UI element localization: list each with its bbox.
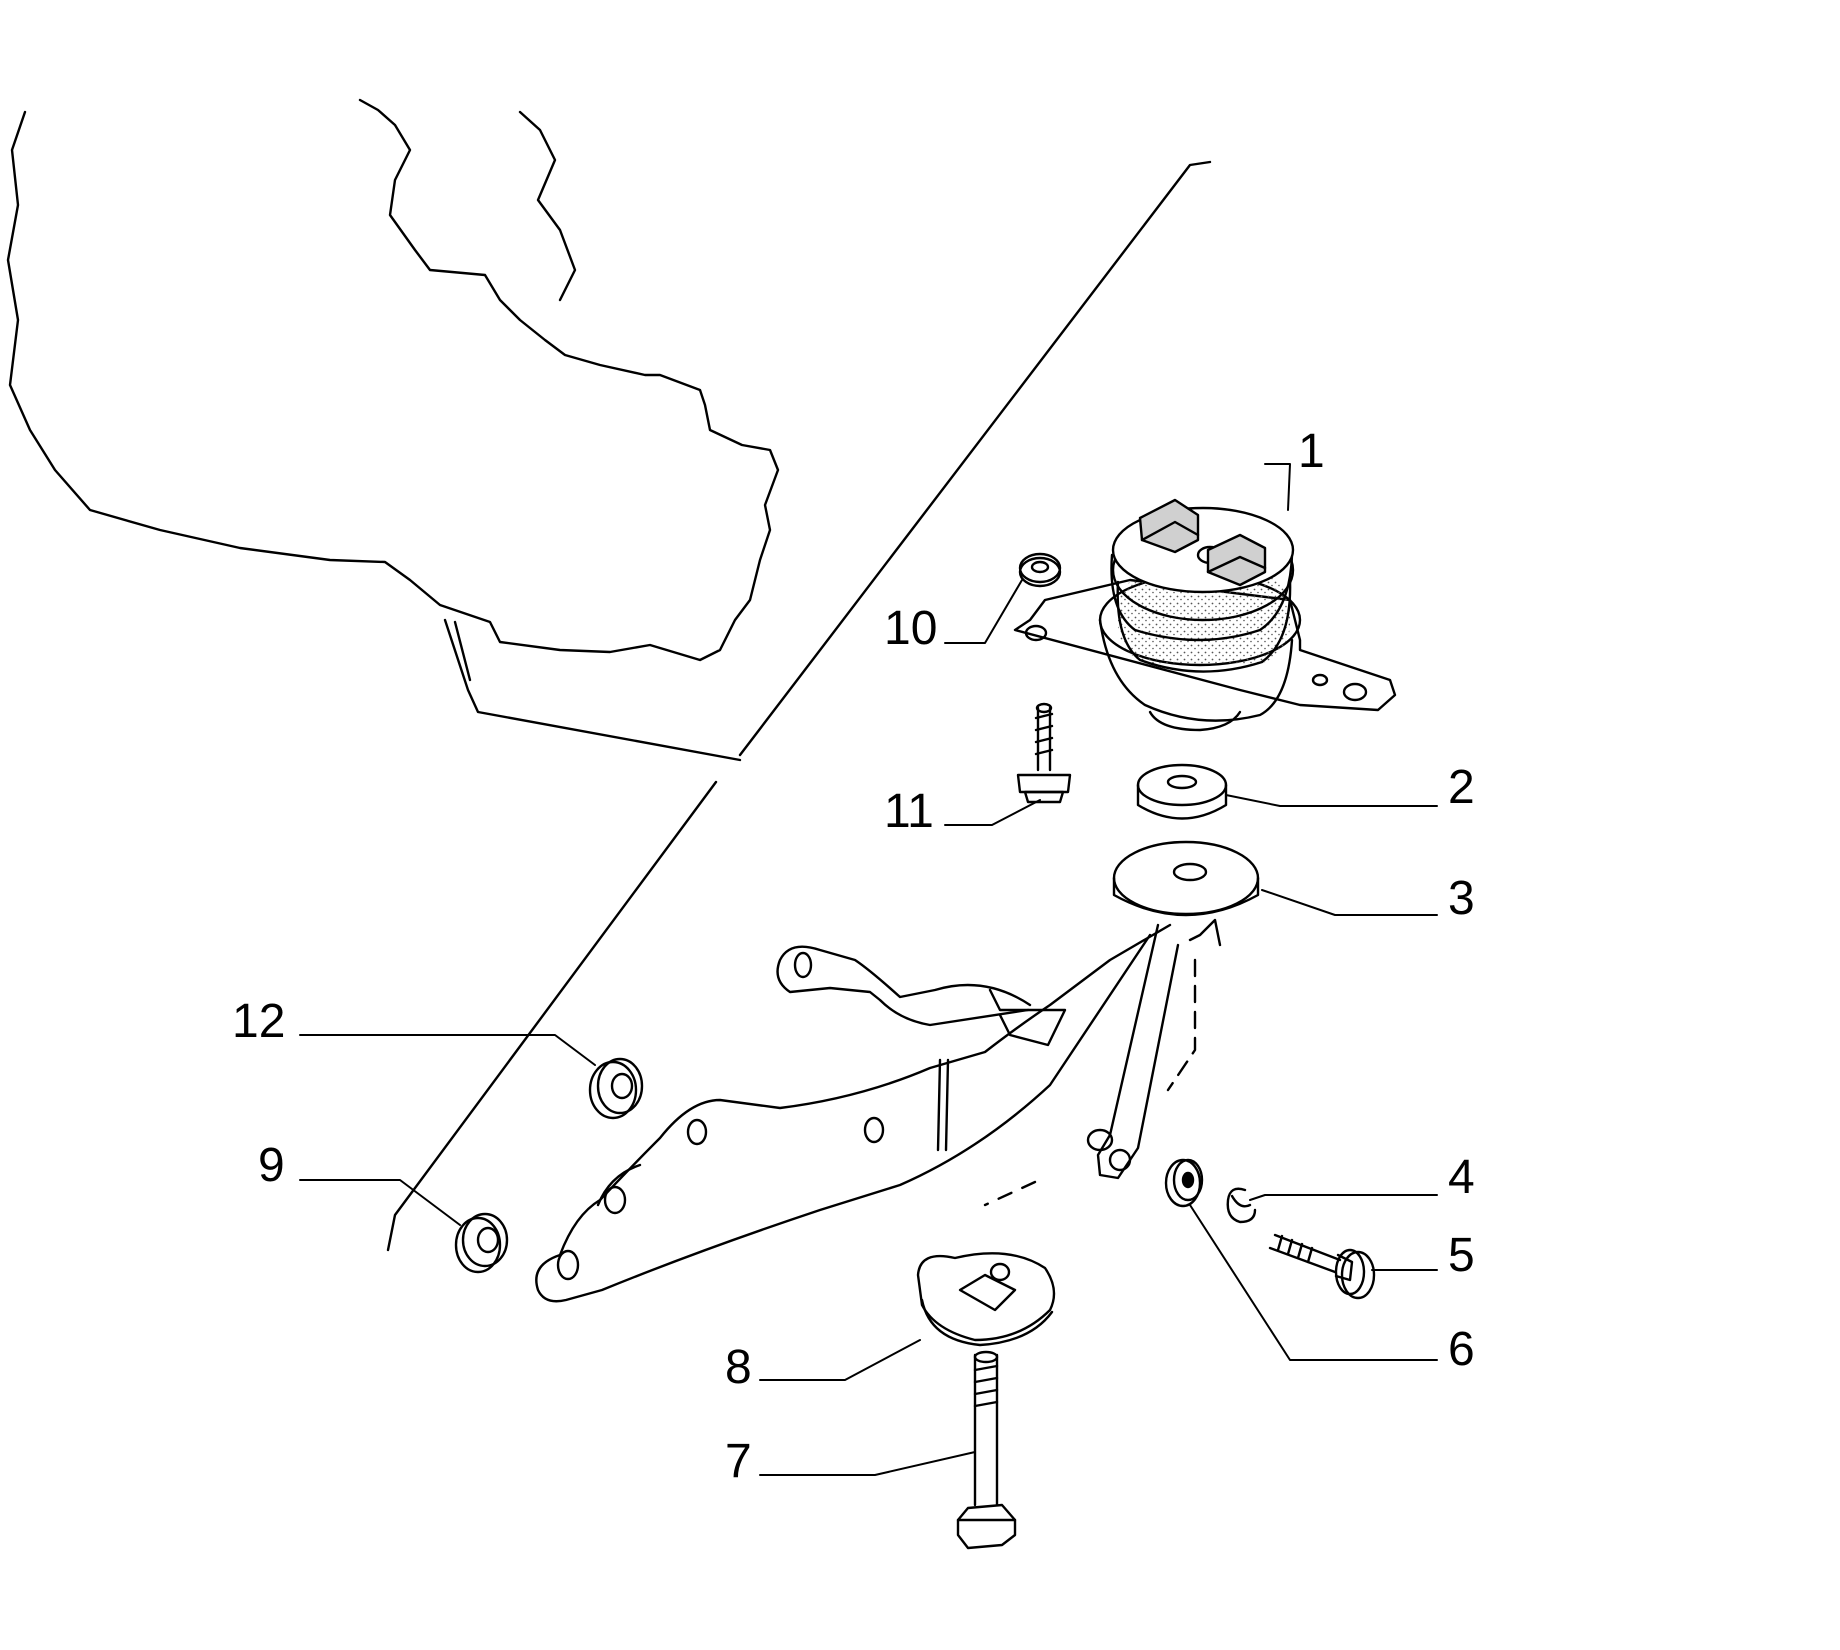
engine-mount-part-1 <box>1013 498 1397 732</box>
leader-3 <box>1261 889 1438 916</box>
leader-10 <box>944 579 1023 644</box>
bolt-part-5 <box>1268 1233 1376 1300</box>
leader-6 <box>1189 1204 1438 1361</box>
callout-11: 11 <box>884 785 934 838</box>
long-bolt-part-7 <box>956 1350 1017 1550</box>
engine-outline-top <box>518 110 577 302</box>
callout-3: 3 <box>1448 872 1475 925</box>
stud-bolt-part-11 <box>1016 702 1072 804</box>
leader-12 <box>299 1034 596 1066</box>
callout-1: 1 <box>1298 425 1325 478</box>
callout-6: 6 <box>1448 1323 1475 1376</box>
mounting-bracket <box>535 918 1222 1303</box>
washer-part-6 <box>1164 1158 1204 1208</box>
leader-2 <box>1225 794 1438 807</box>
leader-4 <box>1249 1194 1438 1201</box>
leader-11 <box>944 799 1041 826</box>
frame-line-lower <box>386 780 718 1252</box>
leader-8 <box>759 1339 921 1381</box>
nut-part-12 <box>588 1057 644 1120</box>
engine-lower-edge-2 <box>453 620 472 682</box>
nut-part-9 <box>454 1212 509 1274</box>
washer-part-3 <box>1112 840 1260 917</box>
callout-5: 5 <box>1448 1229 1475 1282</box>
callout-10: 10 <box>884 602 938 655</box>
callout-12: 12 <box>232 995 286 1048</box>
callout-7: 7 <box>725 1435 752 1488</box>
engine-lower-edge <box>443 618 742 762</box>
leader-9 <box>299 1179 461 1226</box>
engine-outline <box>6 98 780 662</box>
callout-2: 2 <box>1448 761 1475 814</box>
lock-washer-part-4 <box>1226 1187 1257 1224</box>
frame-line <box>738 160 1212 757</box>
leader-lines <box>299 463 1438 1476</box>
leader-1 <box>1264 463 1291 511</box>
callout-9: 9 <box>258 1139 285 1192</box>
callout-4: 4 <box>1448 1151 1475 1204</box>
leader-7 <box>759 1451 976 1476</box>
spacer-part-2 <box>1136 763 1228 820</box>
nut-part-10 <box>1018 552 1062 588</box>
callout-8: 8 <box>725 1341 752 1394</box>
cam-plate-part-8 <box>916 1252 1056 1347</box>
